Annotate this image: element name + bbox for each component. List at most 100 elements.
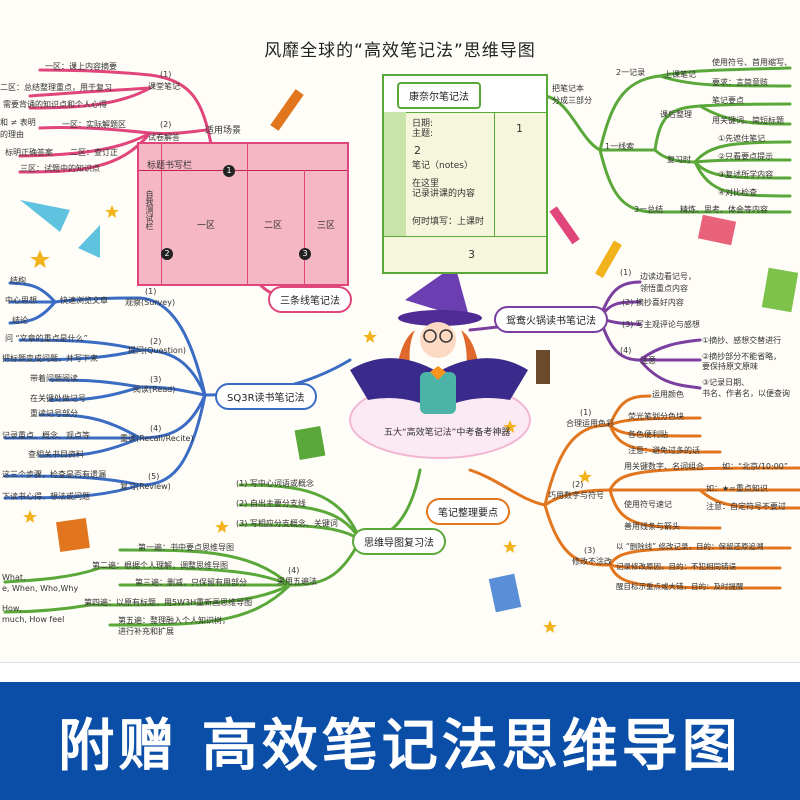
hotpot-item: (1) bbox=[620, 268, 632, 277]
three-line-node: 三条线笔记法 bbox=[268, 286, 352, 313]
sq3r-item: 重读记号部分 bbox=[30, 409, 78, 418]
zone2-label: 二区 bbox=[264, 221, 283, 231]
mindmap-item: What, bbox=[2, 573, 26, 582]
three-line-item: 二区：总结整理重点，用于复习 bbox=[0, 83, 112, 92]
cornell-branch: ③复述所学内容 bbox=[718, 170, 774, 179]
mindmap-item: much, How feel bbox=[2, 615, 65, 624]
hotpot-item: ②摘抄部分不能省略， bbox=[702, 352, 782, 361]
center-label: 五大“高效笔记法”中考备考神器 bbox=[384, 428, 511, 438]
mindmap-item: 第三遍：删减，只保留有用部分 bbox=[135, 578, 247, 587]
hotpot-item: 注意 bbox=[640, 356, 656, 365]
cornell-branch: 上课笔记 bbox=[664, 70, 696, 79]
cornell-branch: 使用符号、首用缩写、 bbox=[712, 58, 792, 67]
mindmap-item: 第一遍：书中要点思维导图 bbox=[138, 543, 234, 552]
three-line-item: 需要背诵的知识点和个人心得 bbox=[3, 100, 107, 109]
three-line-item: (1) bbox=[160, 70, 172, 79]
sq3r-item: 重读(Recall/Recite) bbox=[120, 434, 194, 443]
cornell-num2: 2 bbox=[414, 144, 421, 157]
notes-item: 用关键数字、名词组合 bbox=[624, 462, 704, 471]
hotpot-item: 边读边看记号， bbox=[640, 272, 696, 281]
cornell-branch: ②只看要点提示 bbox=[718, 152, 774, 161]
three-line-item: 和 ≠ 表明 bbox=[0, 118, 36, 127]
notes-points-node: 笔记整理要点 bbox=[426, 498, 510, 525]
sq3r-item: 带着问题阅读 bbox=[30, 374, 78, 383]
notes-item: 合理运用色彩 bbox=[566, 419, 614, 428]
sq3r-item: (1) bbox=[145, 287, 157, 296]
hotpot-item: (4) bbox=[620, 346, 632, 355]
sq3r-item: 复习(Review) bbox=[120, 482, 171, 491]
mindmap-item: (4) bbox=[288, 566, 300, 575]
sq3r-item: 记录重点、概念、观点等 bbox=[2, 431, 90, 440]
mindmap-item: How, bbox=[2, 604, 22, 613]
notes-item: 记录修改原因，目的：不犯相同错误 bbox=[616, 562, 736, 571]
three-line-item: 课堂笔记 bbox=[148, 82, 180, 91]
cornell-branch: 要求：言简意赅 bbox=[712, 78, 768, 87]
cornell-branch: 2一记录 bbox=[616, 68, 646, 77]
three-line-item: 二区：查订正 bbox=[70, 148, 118, 157]
pencil-decorations bbox=[20, 89, 799, 613]
three-line-item: 的理由 bbox=[0, 130, 24, 139]
mindmap-item: 第二遍：根据个人理解，调整思维导图 bbox=[92, 561, 228, 570]
hotpot-item: 领悟重点内容 bbox=[640, 284, 688, 293]
three-line-item: 标明正确答案 bbox=[5, 148, 53, 157]
sq3r-node: SQ3R读书笔记法 bbox=[215, 383, 317, 410]
notes-item: 如：★=重点知识 bbox=[706, 484, 768, 493]
mindmap-item: 采用五遍法 bbox=[277, 577, 317, 586]
notes-item: (3) bbox=[584, 546, 596, 555]
hotpot-item: 书名、作者名，以便查询 bbox=[702, 389, 790, 398]
sq3r-item: 中心思想 bbox=[5, 296, 37, 305]
zone1-label: 一区 bbox=[197, 221, 216, 231]
notes-item: 如：“北京/10:00” bbox=[722, 462, 789, 471]
header-label: 标题书写栏 bbox=[147, 161, 193, 171]
cornell-here1: 在这里 bbox=[412, 179, 440, 189]
notes-item: 运用颜色 bbox=[652, 390, 684, 399]
cornell-notes: 笔记（notes） bbox=[412, 161, 473, 171]
sq3r-item: 在关键处做记号 bbox=[30, 394, 86, 403]
cornell-branch: 1一线索 bbox=[605, 142, 635, 151]
notes-item: 以 “删除线” 修改记录，目的：保留还原追溯 bbox=[616, 542, 764, 551]
mindmap-item: (3) 写相应分支概念、关键词 bbox=[236, 519, 338, 528]
sq3r-item: (2) bbox=[150, 337, 162, 346]
cornell-here2: 记录讲课的内容 bbox=[412, 189, 476, 199]
cornell-date: 日期: bbox=[412, 119, 434, 129]
sq3r-item: 把标题变成问题，并写下来 bbox=[2, 354, 98, 363]
cornell-fill: 何时填写：上课时 bbox=[412, 217, 485, 227]
marker-3: 3 bbox=[299, 248, 311, 260]
left-col-label: 自我测试栏 bbox=[145, 190, 154, 230]
hotpot-item: ③记录日期、 bbox=[702, 378, 750, 387]
cornell-branch: ④对比检查 bbox=[718, 188, 758, 197]
sq3r-item: 问 “文章的重点是什么” bbox=[5, 334, 88, 343]
cornell-branch: 笔记要点 bbox=[712, 96, 744, 105]
mindmap-item: (2) 自出主要分支线 bbox=[236, 499, 306, 508]
cornell-split: 分成三部分 bbox=[552, 96, 592, 105]
notes-item: 使用符号速记 bbox=[624, 500, 672, 509]
notes-item: 注意：避免过多的话 bbox=[628, 446, 700, 455]
zone3-label: 三区 bbox=[317, 221, 336, 231]
hotpot-item: 要保持原文原味 bbox=[702, 362, 758, 371]
sq3r-item: 结构 bbox=[10, 276, 26, 285]
mindmap-item: (1) 写中心词语或概念 bbox=[236, 479, 314, 488]
cornell-branch: 精炼、思考、体会等内容 bbox=[680, 205, 768, 214]
three-line-item: (2) bbox=[160, 120, 172, 129]
cornell-node: 康奈尔笔记法 bbox=[397, 82, 481, 109]
sq3r-item: 查相关书目资料 bbox=[28, 450, 84, 459]
three-line-item: 一区：课上内容摘要 bbox=[45, 62, 117, 71]
scene-label: 适用场景 bbox=[205, 126, 242, 136]
cornell-num3: 3 bbox=[468, 248, 475, 261]
poster-title: 风靡全球的“高效笔记法”思维导图 bbox=[264, 41, 536, 61]
hotpot-node: 鸳鸯火锅读书笔记法 bbox=[494, 306, 608, 333]
sq3r-item: 阅读(Read) bbox=[133, 385, 176, 394]
cornell-branch: ①先遮住笔记 bbox=[718, 134, 766, 143]
sq3r-item: (4) bbox=[150, 424, 162, 433]
notes-item: 注意：自定符号不要过 bbox=[706, 502, 786, 511]
hotpot-item: (3) 写主观评论与感想 bbox=[622, 320, 700, 329]
sq3r-item: 这三个步骤，检查是否有遗漏 bbox=[2, 470, 106, 479]
banner-text: 附赠 高效笔记法思维导图 bbox=[58, 713, 742, 779]
hotpot-item: (2) 摘抄喜好内容 bbox=[622, 298, 684, 307]
cornell-num1: 1 bbox=[516, 122, 523, 135]
notes-item: (1) bbox=[580, 408, 592, 417]
promo-banner: 附赠 高效笔记法思维导图 bbox=[0, 682, 800, 800]
sq3r-item: 快速浏览文章 bbox=[60, 296, 108, 305]
mindmap-review-node: 思维导图复习法 bbox=[352, 528, 446, 555]
marker-2: 2 bbox=[161, 248, 173, 260]
